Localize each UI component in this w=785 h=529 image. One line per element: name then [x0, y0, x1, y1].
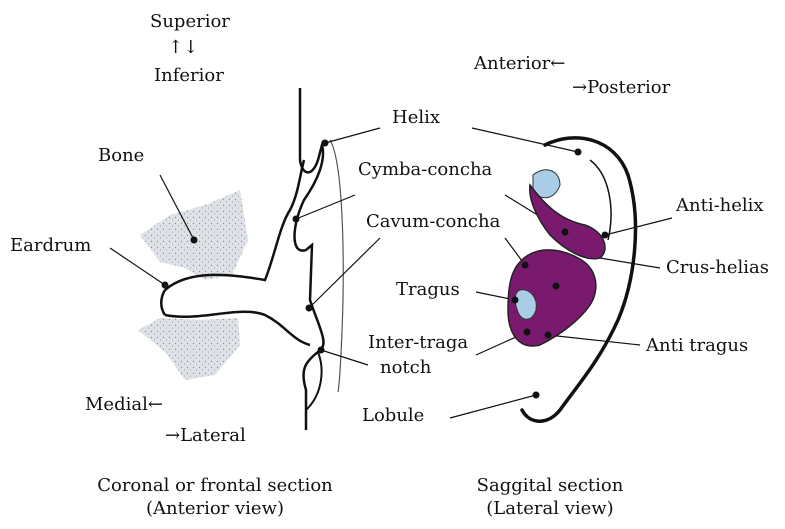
orientation-arrows: ↑↓ — [168, 38, 198, 59]
label-helix: Helix — [392, 108, 440, 129]
label-notch: notch — [380, 358, 431, 379]
label-cymba-concha: Cymba-concha — [358, 160, 492, 181]
label-inter-traga: Inter-traga — [368, 333, 468, 354]
orientation-superior: Superior — [150, 12, 230, 33]
caption-coronal: Coronal or frontal section (Anterior vie… — [85, 474, 345, 521]
orientation-anterior: Anterior← — [474, 54, 565, 75]
caption-sagittal-line2: (Lateral view) — [420, 497, 680, 520]
auricle-outline — [295, 88, 324, 430]
label-bone: Bone — [98, 146, 144, 167]
eardrum-membrane — [161, 290, 165, 315]
caption-coronal-line2: (Anterior view) — [85, 497, 345, 520]
label-anti-helix: Anti-helix — [676, 196, 764, 217]
label-crus-helias: Crus-helias — [666, 258, 769, 279]
orientation-medial: Medial← — [85, 395, 163, 416]
label-tragus: Tragus — [396, 280, 460, 301]
label-anti-tragus: Anti tragus — [646, 336, 748, 357]
orientation-posterior: →Posterior — [572, 78, 670, 99]
bone-lower — [138, 318, 240, 380]
label-eardrum: Eardrum — [10, 236, 91, 257]
caption-sagittal: Saggital section (Lateral view) — [420, 474, 680, 521]
coronal-section — [110, 88, 343, 430]
label-cavum-concha: Cavum-concha — [366, 212, 500, 233]
caption-sagittal-line1: Saggital section — [420, 474, 680, 497]
label-lobule: Lobule — [362, 406, 424, 427]
auricle-inner — [330, 140, 343, 392]
orientation-inferior: Inferior — [154, 66, 224, 87]
caption-coronal-line1: Coronal or frontal section — [85, 474, 345, 497]
orientation-lateral: →Lateral — [165, 426, 246, 447]
bone-upper — [140, 190, 248, 280]
sagittal-section — [508, 138, 635, 421]
